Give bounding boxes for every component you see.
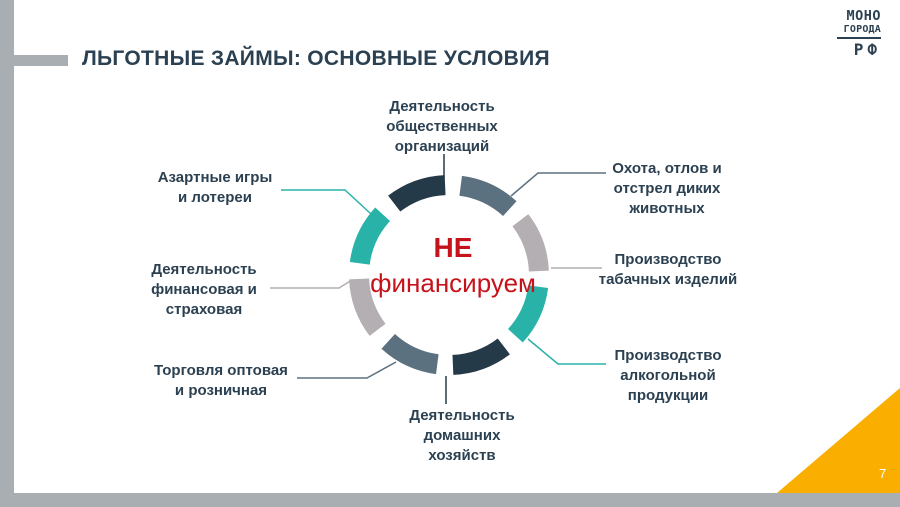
logo-line-mono: МОНО <box>846 8 881 24</box>
ring-segment <box>512 214 549 272</box>
diagram-label-finance-insurance: Деятельность финансовая и страховая <box>151 261 257 318</box>
connector-line <box>281 189 372 215</box>
diagram-label-alcohol: Производство алкогольной продукции <box>614 347 722 404</box>
monogoroda-logo: МОНО ГОРОДА РФ <box>837 9 881 59</box>
ring-segment <box>459 175 517 217</box>
connector-line <box>527 338 606 365</box>
ring-segment <box>452 338 510 375</box>
diagram-label-hunting: Охота, отлов и отстрел диких животных <box>612 160 722 217</box>
page-number: 7 <box>879 466 887 481</box>
connector-line <box>270 279 353 289</box>
connector-line <box>510 172 606 197</box>
diagram-label-gambling: Азартные игры и лотереи <box>157 169 273 206</box>
diagram-label-trade: Торговля оптовая и розничная <box>154 362 288 399</box>
logo-line-rf: РФ <box>837 37 881 59</box>
ring-segment <box>507 285 549 343</box>
center-label: НЕ финансируем <box>370 232 536 298</box>
ring-segment <box>349 207 391 265</box>
page-title: ЛЬГОТНЫЕ ЗАЙМЫ: ОСНОВНЫЕ УСЛОВИЯ <box>82 47 550 70</box>
logo-line-goroda: ГОРОДА <box>843 24 881 35</box>
ring-segment <box>381 333 439 375</box>
center-label-finance: финансируем <box>370 268 536 298</box>
bottom-accent-bar <box>0 493 900 507</box>
connector-line <box>297 361 397 379</box>
diagram-label-tobacco: Производство табачных изделий <box>598 251 738 288</box>
ring-segment <box>388 175 446 212</box>
center-label-ne: НЕ <box>433 232 473 263</box>
title-dash <box>14 55 68 66</box>
left-accent-bar <box>0 0 14 507</box>
diagram-label-households: Деятельность домашних хозяйств <box>409 407 515 464</box>
ring-segment <box>349 278 386 336</box>
diagram-label-public-organizations: Деятельность общественных организаций <box>386 98 498 155</box>
